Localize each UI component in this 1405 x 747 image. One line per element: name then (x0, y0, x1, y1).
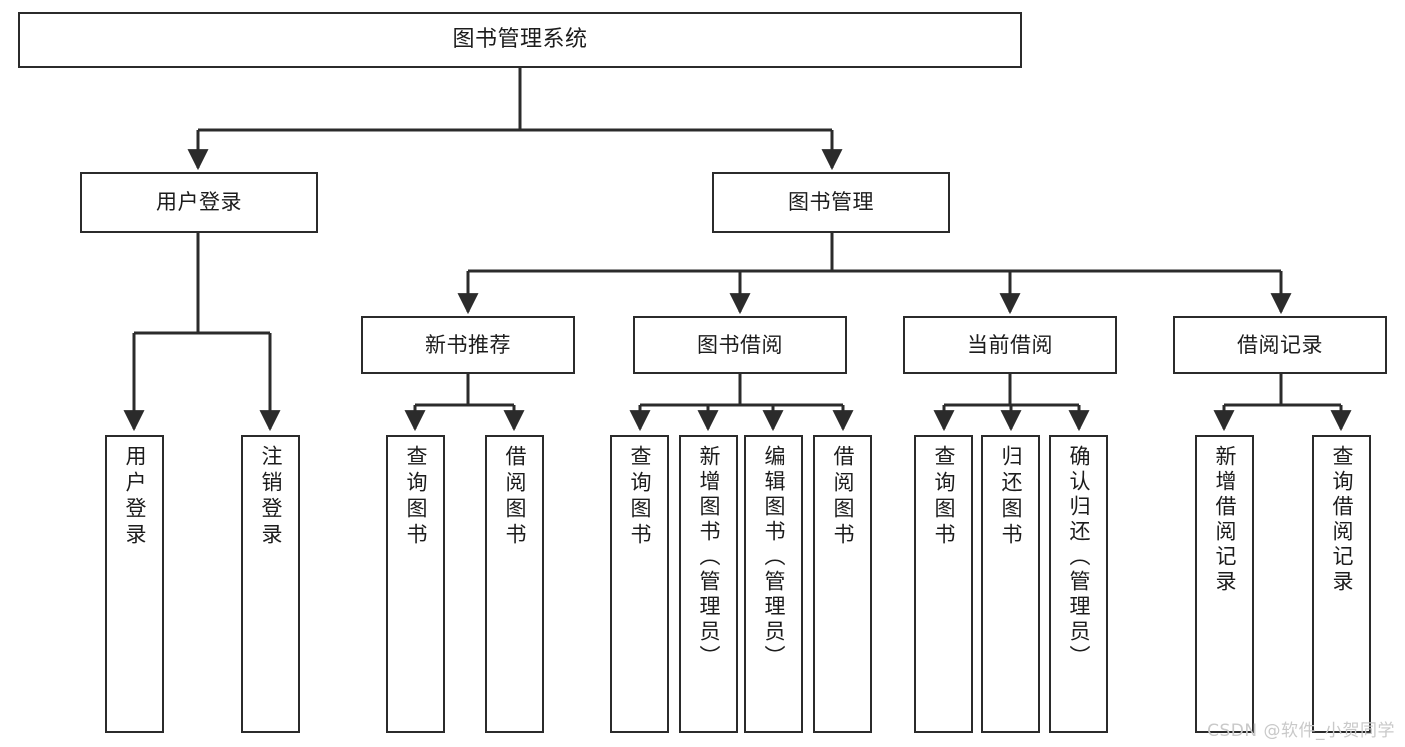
node-label: 注销登录 (259, 445, 283, 549)
node-label: 查询图书 (628, 445, 652, 549)
node-leaf-edit-book-admin[interactable]: 编辑图书（管理员） (744, 435, 803, 733)
node-leaf-query-borrow-record[interactable]: 查询借阅记录 (1312, 435, 1371, 733)
node-label: 图书管理 (788, 190, 874, 215)
node-label: 借阅图书 (503, 445, 527, 549)
node-leaf-borrow-book[interactable]: 借阅图书 (813, 435, 872, 733)
node-root-book-management-system[interactable]: 图书管理系统 (18, 12, 1022, 68)
node-leaf-confirm-return-admin[interactable]: 确认归还（管理员） (1049, 435, 1108, 733)
node-new-book-recommend[interactable]: 新书推荐 (361, 316, 575, 374)
node-book-borrow[interactable]: 图书借阅 (633, 316, 847, 374)
node-label: 查询图书 (404, 445, 428, 549)
node-label: 借阅记录 (1237, 332, 1323, 357)
csdn-watermark: CSDN @软件_小贺同学 (1207, 721, 1395, 741)
node-label: 新增借阅记录 (1213, 445, 1237, 595)
node-leaf-query-book-recommend[interactable]: 查询图书 (386, 435, 445, 733)
node-label: 确认归还（管理员） (1067, 445, 1091, 670)
node-label: 查询借阅记录 (1330, 445, 1354, 595)
node-label: 查询图书 (932, 445, 956, 549)
node-label: 用户登录 (156, 190, 242, 215)
node-label: 新增图书（管理员） (697, 445, 721, 670)
node-label: 图书借阅 (697, 332, 783, 357)
node-leaf-user-login[interactable]: 用户登录 (105, 435, 164, 733)
node-leaf-add-borrow-record[interactable]: 新增借阅记录 (1195, 435, 1254, 733)
node-borrow-record[interactable]: 借阅记录 (1173, 316, 1387, 374)
node-label: 新书推荐 (425, 332, 511, 357)
node-user-login[interactable]: 用户登录 (80, 172, 318, 233)
node-leaf-return-book[interactable]: 归还图书 (981, 435, 1040, 733)
node-label: 归还图书 (999, 445, 1023, 549)
node-label: 编辑图书（管理员） (762, 445, 786, 670)
node-label: 图书管理系统 (452, 27, 588, 53)
node-current-borrow[interactable]: 当前借阅 (903, 316, 1117, 374)
node-label: 用户登录 (123, 445, 147, 549)
node-label: 借阅图书 (831, 445, 855, 549)
node-book-management[interactable]: 图书管理 (712, 172, 950, 233)
node-leaf-borrow-book-recommend[interactable]: 借阅图书 (485, 435, 544, 733)
node-leaf-query-book-borrow[interactable]: 查询图书 (610, 435, 669, 733)
node-leaf-add-book-admin[interactable]: 新增图书（管理员） (679, 435, 738, 733)
node-label: 当前借阅 (967, 332, 1053, 357)
node-leaf-query-book-current[interactable]: 查询图书 (914, 435, 973, 733)
node-leaf-logout-login[interactable]: 注销登录 (241, 435, 300, 733)
